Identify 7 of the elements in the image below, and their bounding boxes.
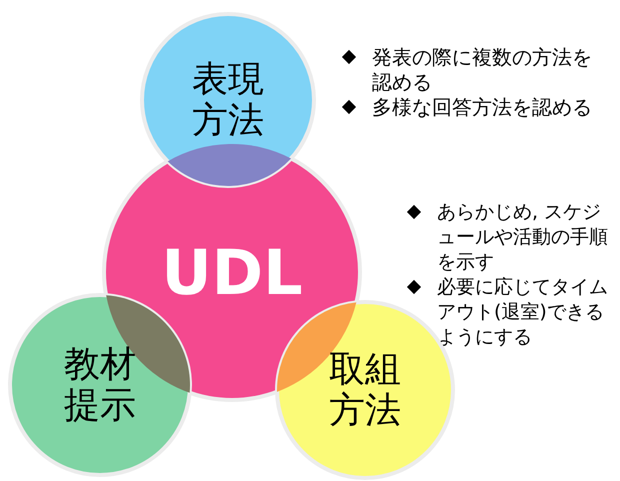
circle-label: UDL: [160, 236, 304, 308]
bullet-text: 発表の際に複数の方法を認める: [372, 45, 593, 95]
circle-label: 表現方法: [191, 58, 265, 142]
bullet-text: 多様な回答方法を認める: [372, 95, 593, 120]
circle-label: 教材提示: [63, 344, 137, 426]
circle-label: 取組方法: [328, 348, 402, 432]
bullet-text: あらかじめ, スケジュールや活動の手順を示す: [437, 200, 609, 275]
